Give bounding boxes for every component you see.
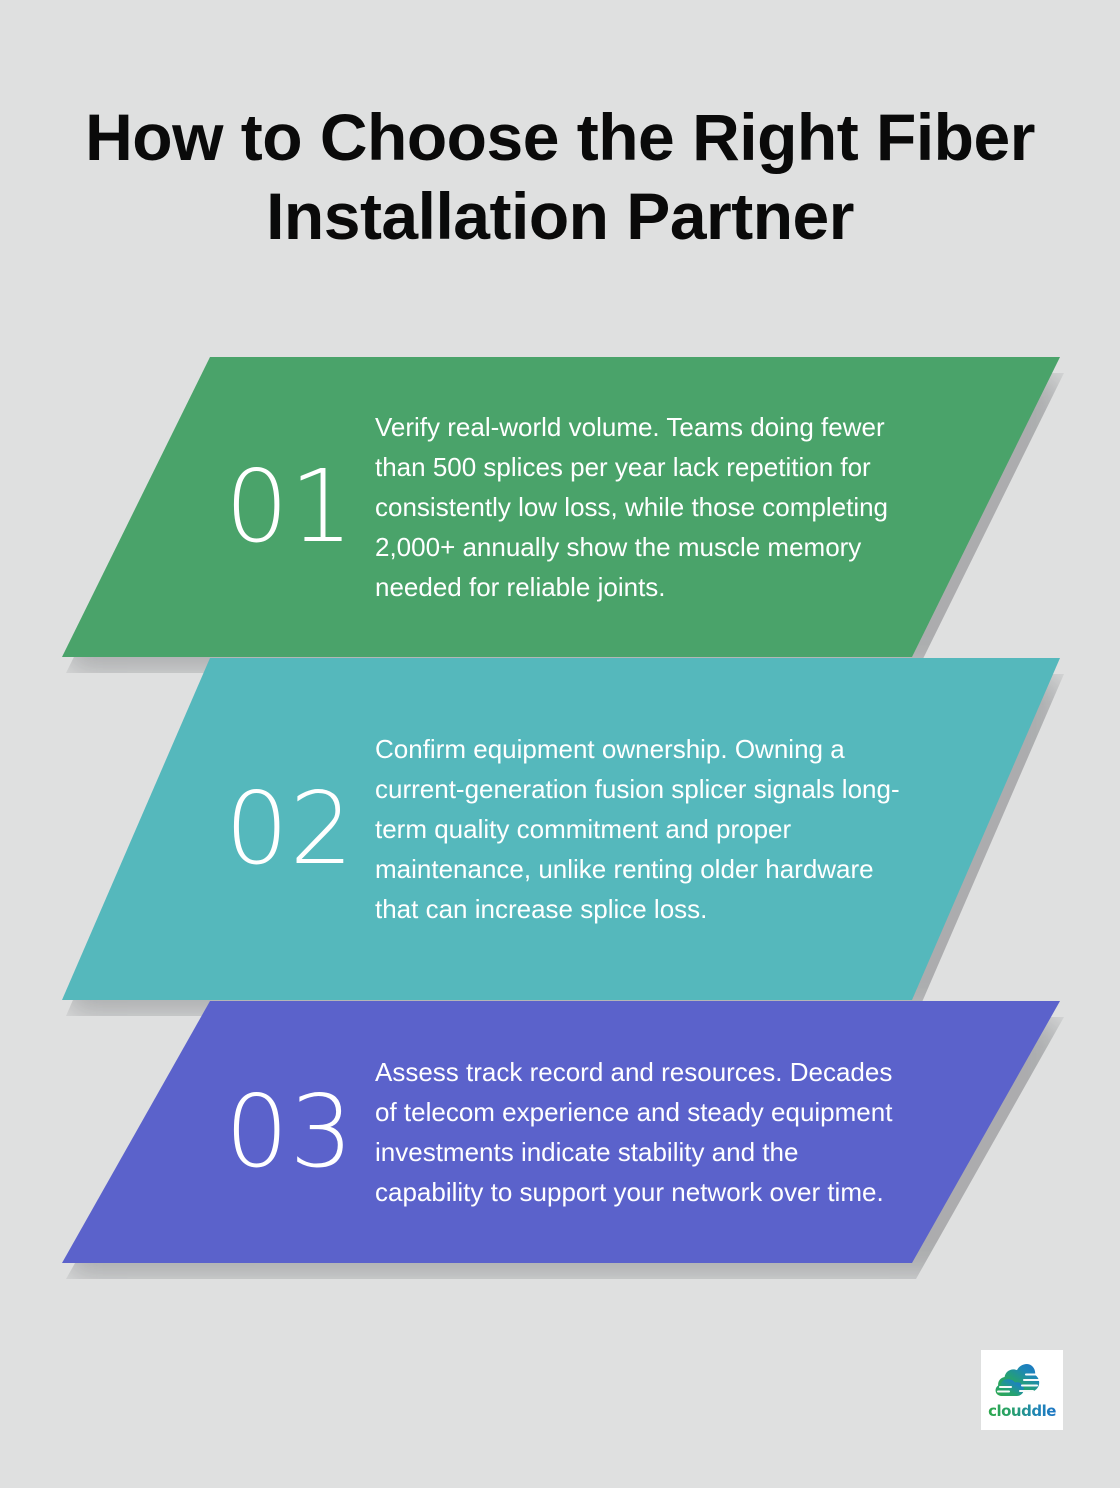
panel-content: 01 Verify real-world volume. Teams doing… bbox=[62, 357, 1060, 657]
brand-logo: clouddle bbox=[981, 1350, 1063, 1430]
step-text: Assess track record and resources. Decad… bbox=[375, 1057, 893, 1207]
panel-content: 03 Assess track record and resources. De… bbox=[62, 1001, 1060, 1263]
step-text: Verify real-world volume. Teams doing fe… bbox=[375, 412, 889, 602]
panel-content: 02 Confirm equipment ownership. Owning a… bbox=[62, 658, 1060, 1000]
step-text: Confirm equipment ownership. Owning a cu… bbox=[375, 734, 900, 924]
logo-wordmark: clouddle bbox=[988, 1402, 1056, 1420]
step-panel-1: 01 Verify real-world volume. Teams doing… bbox=[62, 357, 1064, 673]
step-panel-3: 03 Assess track record and resources. De… bbox=[62, 1001, 1064, 1279]
panel-shape bbox=[62, 1001, 1060, 1263]
panel-shape bbox=[62, 357, 1060, 657]
step-number: 01 bbox=[225, 448, 355, 565]
step-number: 02 bbox=[225, 770, 355, 887]
step-panel-2: 02 Confirm equipment ownership. Owning a… bbox=[62, 658, 1064, 1016]
step-number: 03 bbox=[225, 1073, 355, 1190]
panel-shape bbox=[62, 658, 1060, 1000]
page-title: How to Choose the Right Fiber Installati… bbox=[85, 100, 1035, 254]
title-block: How to Choose the Right Fiber Installati… bbox=[0, 98, 1120, 256]
cloud-icon bbox=[995, 1364, 1042, 1396]
